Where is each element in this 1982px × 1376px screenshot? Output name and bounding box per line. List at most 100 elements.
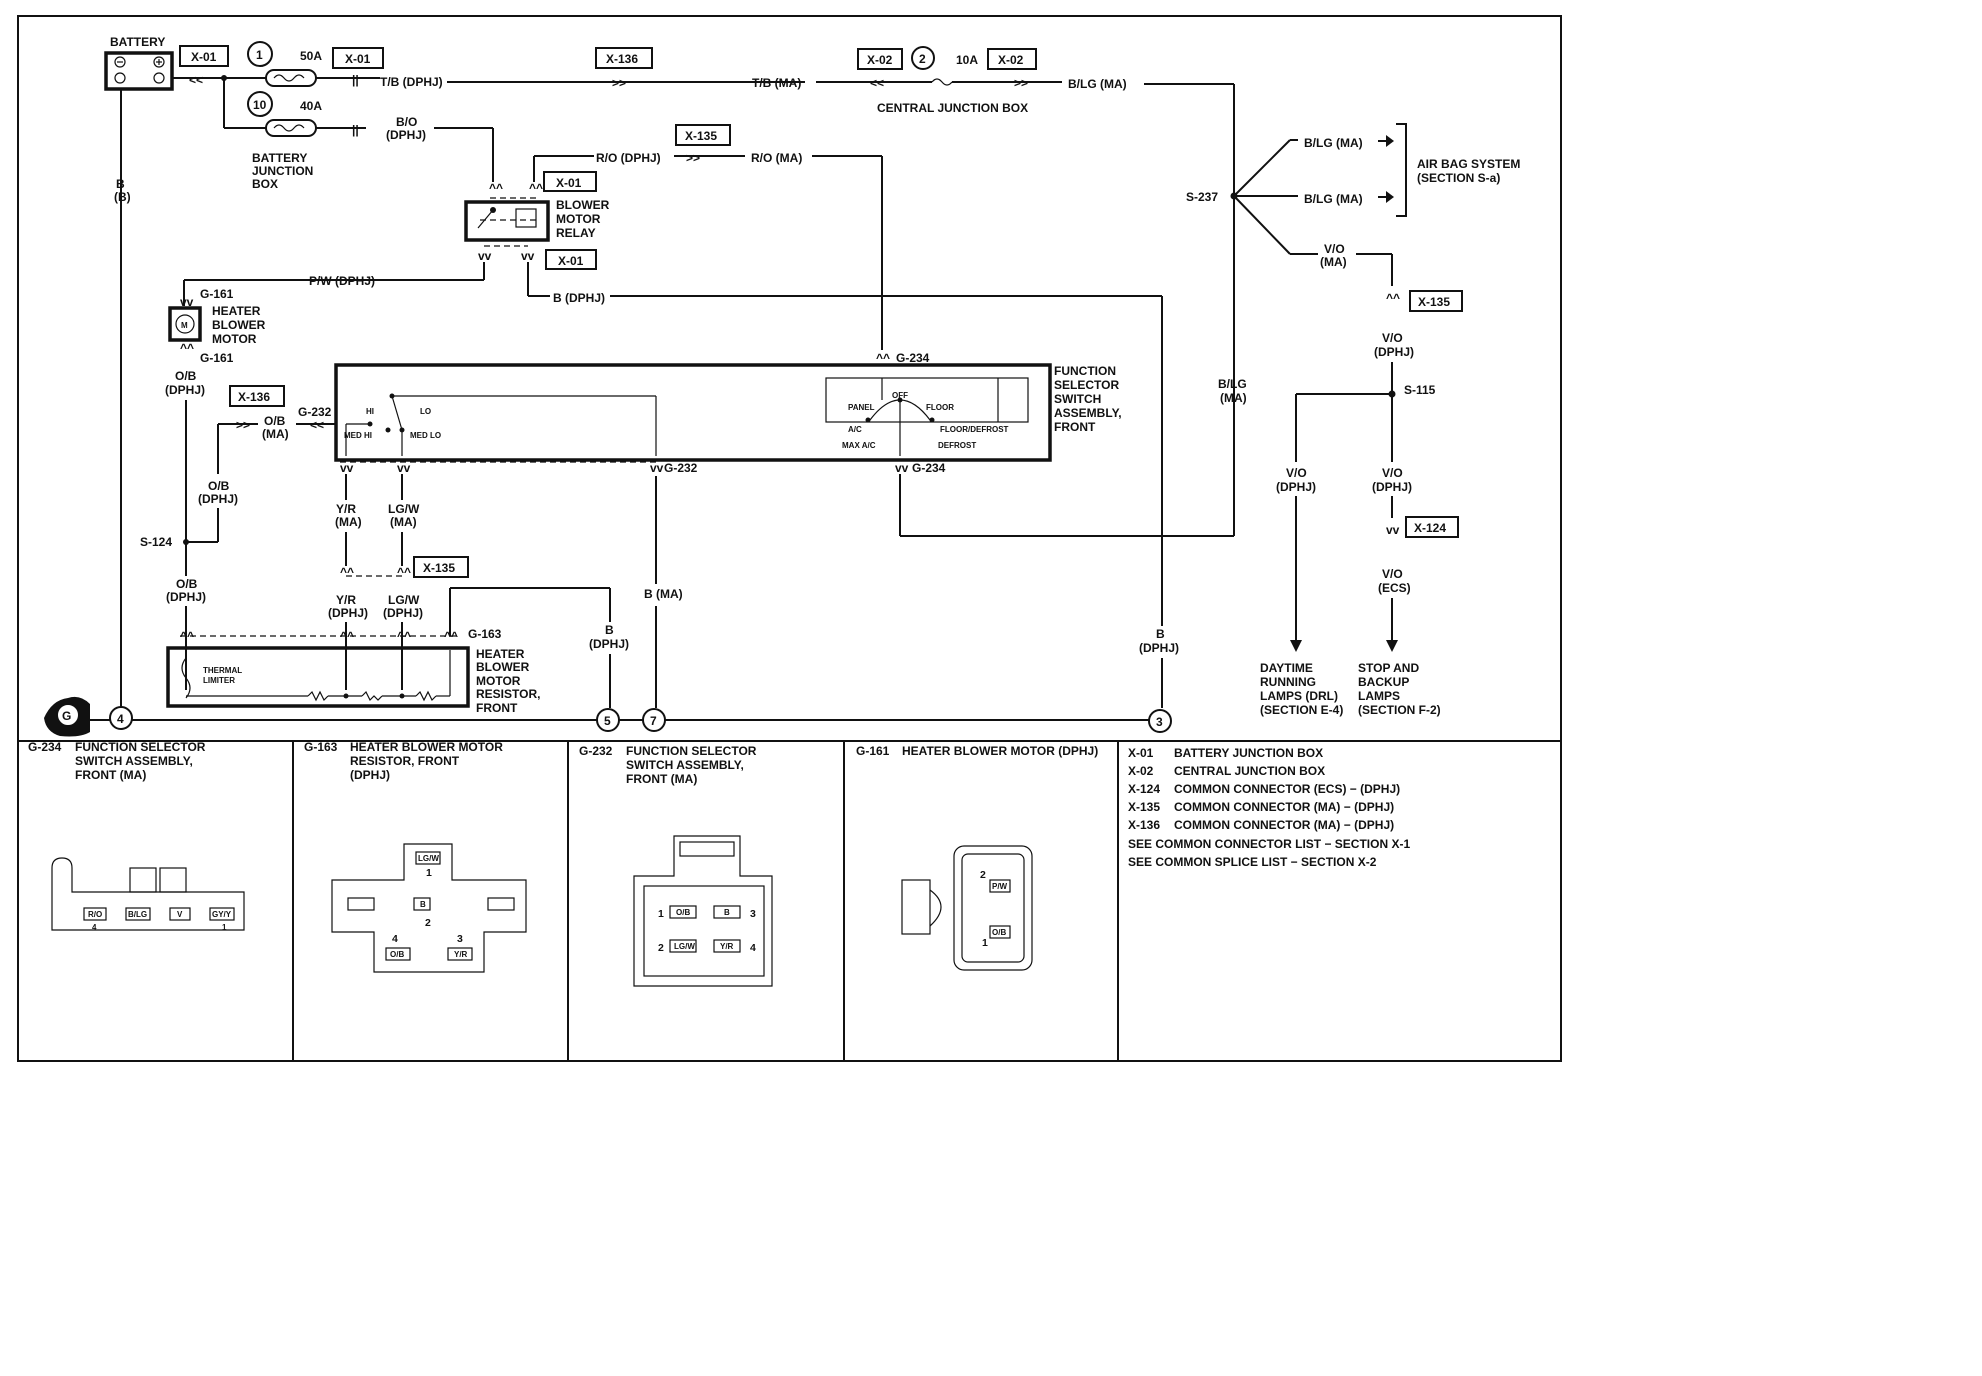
drl-label: DAYTIME	[1260, 661, 1313, 675]
ground-node-label: 5	[604, 714, 611, 728]
connector-arrow-icon: >>	[236, 418, 250, 432]
panel-g163-pinnum: 4	[392, 933, 398, 945]
stop-lamps-label: LAMPS	[1358, 689, 1400, 703]
wire-label-yr-ma-sub: (MA)	[335, 515, 362, 529]
connector-arrow-icon: >>	[1014, 76, 1028, 90]
wire-label-vo-dphj: V/O	[1382, 331, 1403, 345]
connector-arrow-icon: vv	[895, 461, 909, 475]
wire-label-vo-ma: V/O	[1324, 242, 1345, 256]
connector-x136-box	[595, 47, 653, 69]
legend-code: X-135	[1128, 800, 1160, 814]
arrow-down-icon	[1386, 640, 1398, 652]
ground-g234-bottom: G-234	[912, 461, 946, 475]
panel-g232-pinnum: 3	[750, 908, 756, 920]
legend-text: BATTERY JUNCTION BOX	[1174, 746, 1323, 760]
drl-label: (SECTION E-4)	[1260, 703, 1343, 717]
switch-pos-med-hi: MED HI	[344, 431, 372, 440]
wire-label-ro-dphj: R/O (DPHJ)	[596, 151, 661, 165]
panel-g232-pin: Y/R	[720, 942, 734, 951]
panel-g163-pin: B	[420, 900, 426, 909]
connector-arrow-icon: vv	[650, 461, 664, 475]
connector-x136-label: X-136	[238, 390, 270, 404]
panel-g234-pin: V	[177, 910, 183, 919]
wire-label-ob2: O/B	[208, 479, 230, 493]
blower-relay-label: MOTOR	[556, 212, 601, 226]
connector-x01-label: X-01	[556, 176, 582, 190]
resistor-label: MOTOR	[476, 674, 521, 688]
battery-wire-label: B	[116, 177, 125, 191]
connector-arrow-icon: ^^	[397, 629, 411, 643]
wire-label-ob-dphj: (DPHJ)	[165, 383, 205, 397]
wire-label-blg-ma2: B/LG (MA)	[1304, 192, 1363, 206]
panel-g161-pin: O/B	[992, 928, 1006, 937]
wire-label-lgw-ma-sub: (MA)	[390, 515, 417, 529]
splice-s124: S-124	[140, 535, 172, 549]
legend-note: SEE COMMON SPLICE LIST − SECTION X-2	[1128, 855, 1377, 869]
panel-g232-id: G-232	[579, 744, 613, 758]
drl-label: RUNNING	[1260, 675, 1316, 689]
wire-label-ob3: O/B	[176, 577, 198, 591]
ground-node-label: 3	[1156, 715, 1163, 729]
battery-icon	[104, 51, 174, 91]
panel-g234-title: FRONT (MA)	[75, 768, 146, 782]
panel-g163-title: (DPHJ)	[350, 768, 390, 782]
panel-g232-pinnum: 4	[750, 942, 756, 954]
panel-g163-pin: LG/W	[418, 854, 439, 863]
mode-switch-icon	[825, 377, 1029, 456]
blower-relay-label: RELAY	[556, 226, 596, 240]
wire-label-vo-dphj2: V/O	[1286, 466, 1307, 480]
function-selector-label: SELECTOR	[1054, 378, 1119, 392]
panel-g232-title: FUNCTION SELECTOR	[626, 744, 757, 758]
legend-note: SEE COMMON CONNECTOR LIST − SECTION X-1	[1128, 837, 1410, 851]
connector-x02-label: X-02	[867, 53, 893, 67]
connector-arrow-icon: ^^	[1386, 291, 1400, 305]
panel-g234-pinnum: 1	[222, 923, 227, 932]
panel-g234-pin: GY/Y	[212, 910, 232, 919]
legend-code: X-01	[1128, 746, 1154, 760]
panel-g163-id: G-163	[304, 740, 338, 754]
connector-arrow-icon: vv	[1386, 523, 1400, 537]
wire-label-b-dphj3-sub: (DPHJ)	[1139, 641, 1179, 655]
thermal-limiter-label: THERMAL	[203, 666, 242, 675]
connector-arrow-icon: ^^	[180, 341, 194, 355]
switch-pos-med-lo: MED LO	[410, 431, 441, 440]
fuse-number-badge	[911, 46, 935, 70]
wire-label-vo-ma-sub: (MA)	[1320, 255, 1347, 269]
connector-x124-box	[1405, 516, 1459, 538]
fan-switch-icon	[345, 393, 657, 456]
legend-text: CENTRAL JUNCTION BOX	[1174, 764, 1325, 778]
ground-g161-bottom: G-161	[200, 351, 234, 365]
connector-x136-box	[229, 385, 285, 407]
panel-g234-id: G-234	[28, 740, 62, 754]
function-selector-label: SWITCH	[1054, 392, 1101, 406]
fuse-number-badge	[247, 41, 273, 67]
connector-arrow-icon: ||	[352, 123, 359, 137]
connector-g161-diagram	[901, 845, 1033, 971]
wire-label-vo-ecs: V/O	[1382, 567, 1403, 581]
function-selector-label: FRONT	[1054, 420, 1096, 434]
ground-g232-bottom: G-232	[664, 461, 698, 475]
connector-arrow-icon: ^^	[180, 629, 194, 643]
panel-g161-pinnum: 2	[980, 869, 986, 881]
wire-label-yr-ma: Y/R	[336, 502, 356, 516]
battery-junction-box-label: BATTERY	[252, 151, 307, 165]
connector-x01-label: X-01	[558, 254, 584, 268]
panel-g161-id: G-161	[856, 744, 890, 758]
splice-s115: S-115	[1404, 383, 1436, 397]
ground-g161-top: G-161	[200, 287, 234, 301]
wire-label-ro-ma: R/O (MA)	[751, 151, 802, 165]
connector-x01-label: X-01	[345, 52, 371, 66]
drl-label: LAMPS (DRL)	[1260, 689, 1338, 703]
panel-g163-pinnum: 3	[457, 933, 463, 945]
stop-lamps-label: (SECTION F-2)	[1358, 703, 1441, 717]
motor-symbol: M	[181, 321, 188, 330]
fuse-2-rating: 10A	[956, 53, 978, 67]
resistor-label: RESISTOR,	[476, 687, 540, 701]
air-bag-label: AIR BAG SYSTEM	[1417, 157, 1520, 171]
ground-node	[642, 708, 666, 732]
fuse-2-number: 2	[919, 52, 926, 66]
connector-x135-label: X-135	[423, 561, 455, 575]
arrow-down-icon	[1290, 640, 1302, 652]
panel-g161-title: HEATER BLOWER MOTOR (DPHJ)	[902, 744, 1098, 758]
fuse-icon	[931, 78, 953, 86]
